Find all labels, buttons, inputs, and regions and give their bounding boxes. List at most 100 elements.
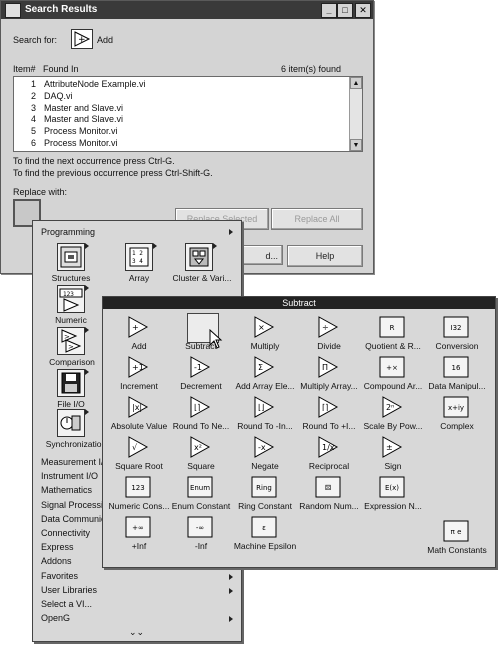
- numeric-function-absolute-value[interactable]: |x|Absolute Value: [107, 393, 171, 437]
- function-glyph: 123: [131, 484, 144, 492]
- result-num: 1: [30, 79, 36, 89]
- replace-with-input[interactable]: [13, 199, 41, 227]
- function-icon: |x|: [125, 395, 151, 419]
- svg-text:>: >: [68, 343, 74, 351]
- menu-item-connectivity[interactable]: Connectivity: [41, 528, 91, 538]
- comparison-icon[interactable]: >>: [57, 327, 85, 355]
- minimize-button[interactable]: _: [321, 3, 337, 18]
- close-button[interactable]: ✕: [355, 3, 371, 18]
- menu-item-measurement-i-o[interactable]: Measurement I/O: [41, 457, 111, 467]
- svg-text:123: 123: [63, 291, 74, 298]
- function-glyph: Ring: [256, 484, 272, 492]
- more-items-icon[interactable]: ⌄⌄: [129, 627, 145, 637]
- submenu-arrow-icon: [229, 587, 233, 594]
- add-function-icon: +: [71, 29, 93, 49]
- result-name: AttributeNode Example.vi: [44, 79, 146, 89]
- function-label: Scale By Pow...: [363, 421, 423, 431]
- results-scrollbar[interactable]: ▲ ▼: [349, 77, 362, 151]
- numeric-function-multiply[interactable]: ×Multiply: [233, 313, 297, 357]
- menu-item-favorites[interactable]: Favorites: [41, 570, 79, 581]
- function-icon: 123: [125, 475, 151, 499]
- menu-item-openg[interactable]: OpenG: [41, 613, 71, 624]
- function-glyph: √: [132, 443, 138, 452]
- numeric-function-compound-ar[interactable]: +×Compound Ar...: [361, 353, 425, 397]
- function-icon: +: [125, 315, 151, 339]
- function-label: Conversion: [435, 341, 479, 351]
- synchronization-icon[interactable]: [57, 409, 85, 437]
- category-label-file-io: File I/O: [57, 399, 85, 409]
- menu-item-select-a-vi[interactable]: Select a VI...: [41, 599, 93, 609]
- replace-all-button[interactable]: Replace All: [271, 208, 363, 230]
- menu-item-express[interactable]: Express: [41, 542, 74, 553]
- replace-with-label: Replace with:: [13, 187, 68, 197]
- menu-item-signal-processing[interactable]: Signal Processing: [41, 499, 114, 510]
- function-glyph: |x|: [132, 403, 142, 412]
- numeric-function-divide[interactable]: ÷Divide: [297, 313, 361, 357]
- submenu-arrow-icon: [229, 573, 233, 580]
- result-row[interactable]: 1 AttributeNode Example.vi: [14, 79, 344, 92]
- function-label: -Inf: [194, 541, 208, 551]
- menu-item-addons[interactable]: Addons: [41, 556, 72, 567]
- structures-icon[interactable]: [57, 243, 85, 271]
- numeric-icon[interactable]: 123: [57, 285, 85, 313]
- menu-item-instrument-i-o[interactable]: Instrument I/O: [41, 471, 99, 482]
- file-io-icon[interactable]: [57, 369, 85, 397]
- numeric-function-add[interactable]: +Add: [107, 313, 171, 357]
- scroll-down-arrow[interactable]: ▼: [350, 139, 362, 151]
- function-glyph: +∞: [132, 524, 144, 532]
- scroll-up-arrow[interactable]: ▲: [350, 77, 362, 89]
- function-label: Multiply Array...: [300, 381, 358, 391]
- numeric-function-inf[interactable]: -∞ -Inf: [169, 513, 233, 557]
- numeric-function-random-num[interactable]: ⚄Random Num...: [297, 473, 361, 517]
- menu-item-data-communica[interactable]: Data Communica...: [41, 513, 119, 524]
- function-icon: ×: [251, 315, 277, 339]
- numeric-function-round-to-+i[interactable]: ⌈⌉Round To +I...: [297, 393, 361, 437]
- function-glyph: π e: [451, 528, 462, 536]
- menu-item-mathematics[interactable]: Mathematics: [41, 485, 93, 496]
- function-icon: -∞: [187, 515, 213, 539]
- category-label-array: Array: [128, 273, 150, 283]
- numeric-function-round-to-in[interactable]: ⌊⌋Round To -In...: [233, 393, 297, 437]
- function-glyph: ε: [262, 524, 266, 532]
- palette-header[interactable]: Programming: [41, 227, 96, 237]
- menu-item-user-libraries[interactable]: User Libraries: [41, 584, 98, 595]
- function-label: Random Num...: [299, 501, 359, 511]
- numeric-function-expression-n[interactable]: E(x)Expression N...: [361, 473, 425, 517]
- numeric-function-round-to-ne[interactable]: ⌊⌉Round To Ne...: [169, 393, 233, 437]
- help-button[interactable]: Help: [287, 245, 363, 267]
- function-icon: ÷: [315, 315, 341, 339]
- numeric-function-+inf[interactable]: +∞+Inf: [107, 513, 171, 557]
- function-glyph: ×: [258, 323, 265, 332]
- result-num: 6: [30, 138, 36, 148]
- numeric-function-square-root[interactable]: √Square Root: [107, 433, 171, 477]
- maximize-button[interactable]: □: [337, 3, 353, 18]
- cluster-icon[interactable]: [185, 243, 213, 271]
- function-glyph: R: [390, 324, 395, 332]
- numeric-function-sign[interactable]: ±Sign: [361, 433, 425, 477]
- function-glyph: E(x): [385, 484, 399, 492]
